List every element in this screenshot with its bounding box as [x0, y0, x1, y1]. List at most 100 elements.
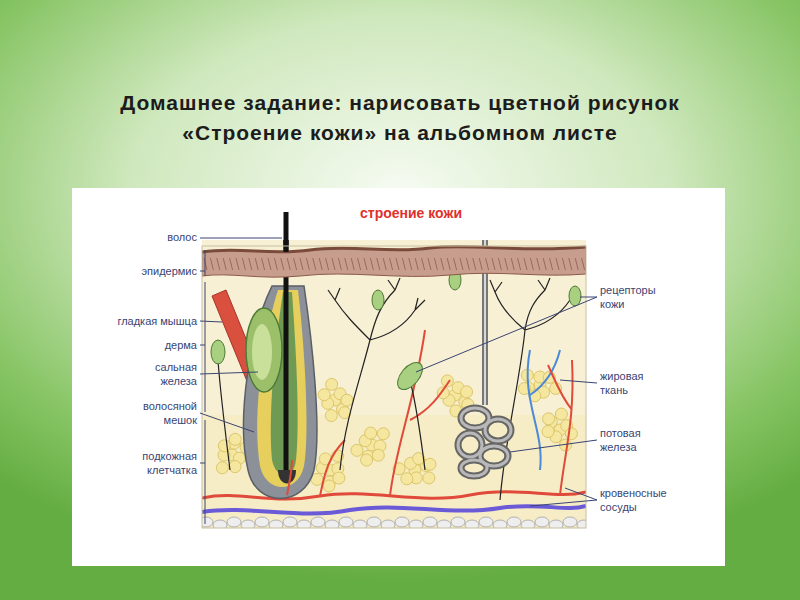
fat-cell [372, 449, 384, 461]
sweat-gland-light [458, 408, 511, 476]
epidermis-cell-line [524, 258, 527, 270]
bottom-cell [409, 520, 423, 528]
fat-cell [401, 473, 413, 485]
part-label: гладкая мышца [92, 314, 197, 328]
part-label: эпидермис [97, 264, 197, 278]
fat-cell [565, 428, 577, 440]
hair-bulb [278, 470, 296, 484]
epidermis-cell-line [242, 258, 245, 270]
epidermis-cell-line [511, 258, 514, 270]
bottom-cell [353, 520, 367, 528]
bottom-cell [549, 520, 563, 528]
bottom-cell [507, 517, 521, 527]
epidermis-cell-line [364, 258, 367, 270]
bottom-cells [202, 517, 586, 528]
bottom-cell [381, 520, 395, 528]
epidermis-texture [204, 258, 585, 270]
epidermis-cell-line [402, 258, 405, 270]
fat-cell [361, 454, 373, 466]
skin-receptor [393, 358, 427, 394]
sweat-gland-coil [461, 460, 487, 476]
epidermis-cell-line [569, 258, 572, 270]
bottom-cell [535, 517, 549, 527]
bottom-cell [269, 520, 283, 528]
page-title: Домашнее задание: нарисовать цветной рис… [100, 88, 700, 148]
fat-cell [365, 427, 377, 439]
bottom-cell [241, 520, 255, 528]
leader-line [200, 345, 205, 346]
part-label: рецепторы кожи [600, 283, 680, 312]
blood-vessel [528, 350, 560, 470]
leader-line [580, 297, 597, 298]
epidermis-cell-line [454, 258, 457, 270]
fat-cell [325, 410, 337, 422]
fat-cell [461, 386, 473, 398]
blood-vessel [202, 506, 586, 514]
part-label: волосяной мешок [122, 399, 197, 428]
fat-cell [229, 461, 241, 473]
epidermis-cell-line [262, 258, 265, 270]
bottom-cell [311, 517, 325, 527]
epidermis-cell-line [300, 258, 303, 270]
sebaceous-gland-inner [252, 324, 272, 380]
epidermis-cell-line [351, 258, 354, 270]
epidermis-cell-line [479, 258, 482, 270]
bottom-cell [202, 517, 213, 527]
epidermis-cell-line [486, 258, 489, 270]
part-label: дерма [97, 338, 197, 352]
epidermis-layer [202, 247, 586, 278]
sebaceous-gland [246, 308, 282, 392]
epidermis-cell-line [294, 258, 297, 270]
hair-shaft [284, 212, 289, 246]
skin-receptor [569, 286, 581, 306]
part-label: кровеносные сосуды [600, 486, 690, 515]
epidermis-cell-line [498, 258, 501, 270]
leader-line [560, 380, 597, 383]
part-label: подкожная клетчатка [117, 449, 197, 478]
epidermis-cell-line [287, 258, 290, 270]
epidermis-cell-line [447, 258, 450, 270]
nerve-fiber [410, 380, 425, 470]
sweat-gland-coil [461, 460, 487, 476]
bottom-cell [367, 517, 381, 527]
fat-cell [543, 413, 555, 425]
epidermis-cell-line [319, 258, 322, 270]
part-label: сальная железа [132, 360, 197, 389]
epidermis-cell-line [473, 258, 476, 270]
bottom-cell [325, 520, 339, 528]
blood-vessel [390, 330, 450, 496]
epidermis-cell-line [505, 258, 508, 270]
epidermis-cell-line [550, 258, 553, 270]
leader-line [200, 238, 282, 239]
bottom-cell [451, 517, 465, 527]
fat-cell [351, 444, 363, 456]
fat-cell [218, 440, 230, 452]
fat-cell [323, 480, 335, 492]
fat-cell [542, 425, 554, 437]
bottom-cell [339, 517, 353, 527]
leader-lines [200, 238, 597, 506]
nerve-fiber [218, 360, 230, 470]
bottom-cell [255, 517, 269, 527]
fat-cell [377, 428, 389, 440]
epidermis-cell-line [409, 258, 412, 270]
epidermis-cell-line [415, 258, 418, 270]
epidermis-cell-line [422, 258, 425, 270]
epidermis-cell-line [441, 258, 444, 270]
epidermis-cell-line [313, 258, 316, 270]
hair-follicle [244, 286, 317, 499]
epidermis-cell-line [230, 258, 233, 270]
epidermis-surface [202, 247, 586, 252]
epidermis-cell-line [396, 258, 399, 270]
skin-receptor [211, 340, 225, 364]
bottom-cell [577, 520, 586, 528]
epidermis-cell-line [562, 258, 565, 270]
epidermis-cell-line [217, 258, 220, 270]
epidermis-cell-line [255, 258, 258, 270]
epidermis-cell-line [492, 258, 495, 270]
bottom-cell [493, 520, 507, 528]
skin-block-outline [202, 246, 586, 528]
fat-cell [424, 458, 436, 470]
part-label: потовая железа [600, 426, 666, 455]
epidermis-cell-line [518, 258, 521, 270]
